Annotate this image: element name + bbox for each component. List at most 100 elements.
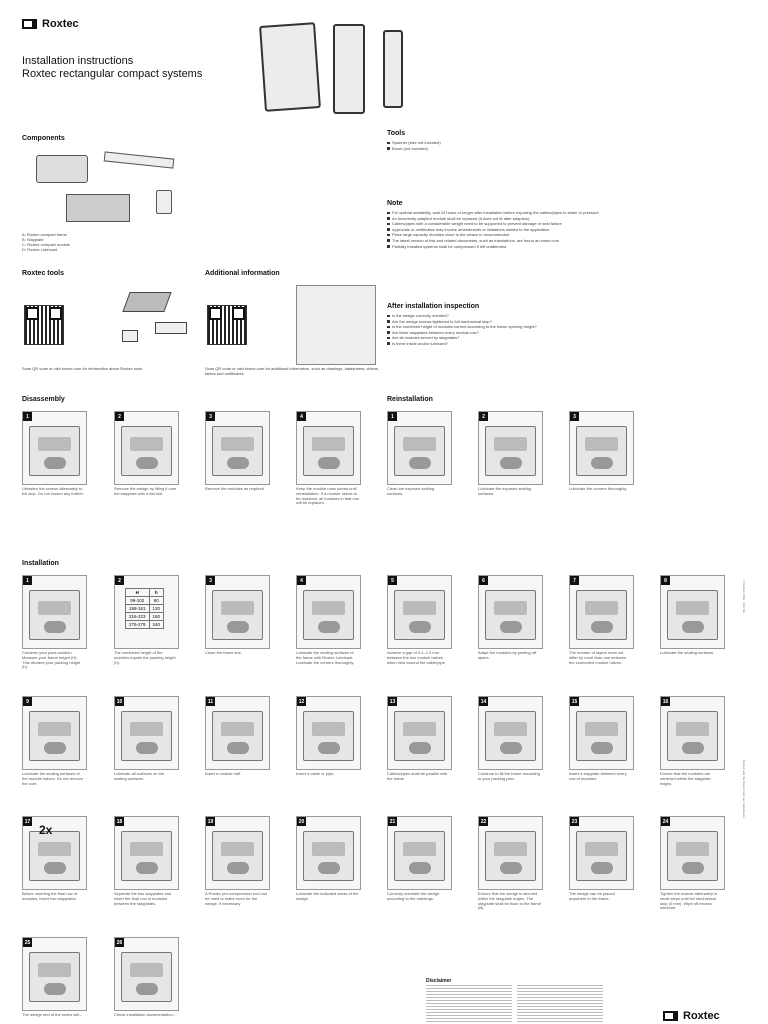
- table-cell: 216-223: [125, 612, 150, 621]
- additional-info-qr-icon[interactable]: [207, 305, 247, 345]
- note-item: The latest version of this and related d…: [387, 238, 687, 244]
- component-a: A: Roxtec compact frame: [22, 232, 67, 237]
- step-caption: Insert a stayplate between every row of …: [569, 771, 627, 781]
- step-number: 20: [297, 817, 306, 826]
- tablet-hand-illustration: [296, 285, 376, 365]
- step-number: 15: [570, 697, 579, 706]
- step-number: 3: [206, 576, 215, 585]
- step-caption: Clean the frame line.: [205, 650, 242, 655]
- step-caption: Consider your pack-solution. Measure you…: [22, 650, 81, 670]
- step-number: 7: [570, 576, 579, 585]
- additional-info-heading: Additional information: [205, 270, 280, 277]
- step-caption: Lubricate the sealing surfaces of the mo…: [22, 771, 83, 786]
- step-number: 4: [297, 412, 306, 421]
- components-heading: Components: [22, 135, 65, 142]
- step-caption: Cables/pipes shall be parallel with the …: [387, 771, 448, 781]
- table-header: h: [148, 588, 165, 597]
- step-caption: Remove the modules as required.: [205, 486, 266, 491]
- disclaimer-heading: Disclaimer: [426, 978, 452, 984]
- step-caption: Lubricate the sealing surfaces.: [660, 650, 715, 655]
- step-caption: Lubricate the corners thoroughly.: [569, 486, 628, 491]
- step-illustration: [29, 590, 80, 640]
- note-item: An incorrectly adapted module shall be r…: [387, 216, 687, 222]
- reinstallation-step: 2 Lubricate the exposed sealing surfaces…: [478, 411, 543, 497]
- step-caption: Clean the exposed sealing surfaces.: [387, 486, 435, 496]
- tool-item: Brush (not included): [387, 146, 667, 152]
- step-illustration: [394, 711, 445, 761]
- reinstallation-step: 3 Lubricate the corners thoroughly.: [569, 411, 634, 492]
- step-number: 5: [388, 576, 397, 585]
- step-number: 1: [388, 412, 397, 421]
- table-cell: 158-161: [125, 604, 150, 613]
- note-heading: Note: [387, 200, 403, 207]
- inspection-item: Is the combined height of modules correc…: [387, 324, 687, 330]
- title-line-1: Installation instructions: [22, 55, 134, 67]
- step-illustration: [394, 831, 445, 881]
- roxtec-tools-qr-icon[interactable]: [24, 305, 64, 345]
- step-illustration: [303, 711, 354, 761]
- step-number: 16: [661, 697, 670, 706]
- step-caption: The wedge end of the screw will...: [22, 1012, 83, 1017]
- reinstallation-section: Reinstallation: [387, 396, 433, 403]
- roxtec-logo-footer: Roxtec: [663, 1010, 720, 1022]
- step-caption: Insert a cable or pipe.: [296, 771, 335, 776]
- step-illustration: [121, 426, 172, 476]
- step-illustration: [667, 831, 718, 881]
- tools-section: Tools Spanner (size not included) Brush …: [387, 130, 667, 151]
- step-illustration: [121, 711, 172, 761]
- step-illustration: [29, 831, 80, 881]
- table-cell: 276-279: [125, 620, 150, 629]
- step-illustration: [303, 426, 354, 476]
- step-caption: Ensure that the modules are centered wit…: [660, 771, 711, 786]
- step-illustration: [485, 831, 536, 881]
- module-illustration: [66, 194, 130, 222]
- step-illustration: [121, 952, 172, 1002]
- step-number: 23: [570, 817, 579, 826]
- disassembly-step: 2 Remove the wedge by lifting it over th…: [114, 411, 179, 497]
- step-illustration: [485, 590, 536, 640]
- step-caption: Lubricate the exposed sealing surfaces.: [478, 486, 532, 496]
- page-title: Installation instructions Roxtec rectang…: [22, 55, 202, 81]
- step-number: 13: [388, 697, 397, 706]
- frame-hero-small: [383, 30, 403, 108]
- step-caption: Lubricate the indicated areas of the wed…: [296, 891, 359, 901]
- step-illustration: [29, 952, 80, 1002]
- step-caption: Tighten the screws alternately in small …: [660, 891, 718, 911]
- inspection-item: Are the wedge screws tightened to full m…: [387, 319, 687, 325]
- step-illustration: [394, 590, 445, 640]
- disclaimer-section: Disclaimer: [426, 978, 451, 984]
- frame-hero-medium: [333, 24, 365, 114]
- side-note-top: © Roxtec 2019 · Doc No: ·: [742, 580, 746, 616]
- roxtec-tools-heading: Roxtec tools: [22, 270, 65, 277]
- inspection-item: Are there stayplates between every modul…: [387, 330, 687, 336]
- step-caption: Ensure that the wedge is secured within …: [478, 891, 541, 911]
- step-illustration: [29, 426, 80, 476]
- table-cell: 60: [148, 596, 165, 605]
- step-number: 24: [661, 817, 670, 826]
- tools-heading: Tools: [387, 130, 406, 137]
- note-item: Partially installed systems shall be com…: [387, 244, 687, 250]
- inspection-item: Is the wedge correctly oriented?: [387, 313, 687, 319]
- step-illustration: [667, 711, 718, 761]
- disassembly-step: 3 Remove the modules as required.: [205, 411, 270, 492]
- roxtec-tools-section: Roxtec tools: [22, 270, 64, 277]
- table-header: H: [125, 588, 150, 597]
- step-illustration: [576, 590, 627, 640]
- compact-frame-illustration: [36, 155, 88, 183]
